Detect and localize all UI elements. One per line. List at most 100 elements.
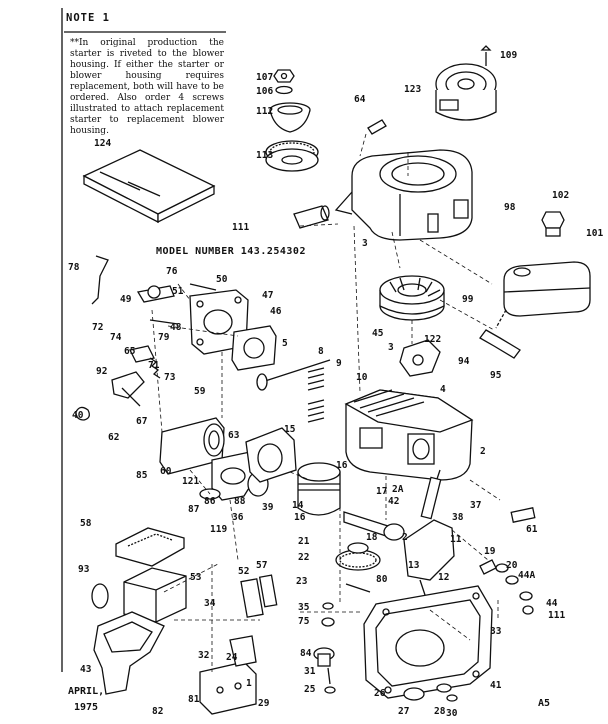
part-label-75: 44 — [546, 598, 558, 609]
part-label-20: 48 — [170, 322, 182, 333]
starter-cup-112 — [269, 102, 311, 133]
part-label-56: 2A — [392, 484, 404, 495]
nut-107 — [273, 69, 295, 83]
part-label-49: 121 — [182, 476, 199, 487]
part-label-73: 20 — [506, 560, 518, 571]
valve-5 — [261, 359, 331, 383]
part-label-66: 18 — [366, 532, 378, 543]
spring-73 — [149, 357, 161, 379]
part-label-95: 41 — [490, 680, 502, 691]
note-body: **In original production the starter is … — [70, 38, 224, 136]
part-label-62: 119 — [210, 524, 227, 535]
link-78 — [91, 255, 109, 305]
part-label-24: 65 — [124, 346, 136, 357]
owners-manual-book — [82, 149, 216, 224]
part-label-6: 64 — [354, 94, 366, 105]
carburetor-60 — [159, 417, 225, 475]
gasket-46 — [231, 325, 277, 371]
part-label-97: 82 — [152, 706, 163, 717]
part-label-64: 39 — [262, 502, 274, 513]
muffler-cap-102 — [541, 211, 565, 237]
key-17 — [479, 559, 497, 575]
part-label-9: 102 — [552, 190, 569, 201]
part-label-79: 52 — [238, 566, 249, 577]
exhaust-pipe-95 — [479, 329, 521, 359]
part-label-71: 12 — [438, 572, 449, 583]
part-label-96: 43 — [80, 664, 92, 675]
valve-spring-lower — [307, 399, 325, 423]
flywheel-122 — [379, 275, 445, 321]
part-label-77: 93 — [78, 564, 90, 575]
part-label-32: 8 — [318, 346, 324, 357]
part-label-94: 30 — [446, 708, 458, 719]
part-label-91: 26 — [374, 688, 386, 699]
part-label-47: 85 — [136, 470, 148, 481]
note-title: NOTE 1 — [66, 12, 110, 24]
washer-34 — [322, 602, 334, 610]
part-label-92: 27 — [398, 706, 409, 717]
rotating-screen-113 — [265, 140, 319, 172]
part-label-55: 17 — [376, 486, 387, 497]
foam-filter-93 — [123, 567, 187, 623]
part-label-78: 53 — [190, 572, 202, 583]
part-label-93: 28 — [434, 706, 446, 717]
part-label-26: 73 — [164, 372, 176, 383]
part-label-72: 19 — [484, 546, 496, 557]
part-label-99: 29 — [258, 698, 270, 709]
pin-32 — [327, 667, 331, 685]
part-label-98: 81 — [188, 694, 200, 705]
part-label-1: 107 — [256, 72, 273, 83]
part-label-61: 58 — [80, 518, 92, 529]
model-number: MODEL NUMBER 143.254302 — [156, 246, 306, 257]
armature-4 — [399, 339, 441, 377]
part-label-81: 34 — [204, 598, 216, 609]
part-label-15: 50 — [216, 274, 228, 285]
part-label-68: 11 — [450, 534, 462, 545]
part-label-39: 99 — [462, 294, 474, 305]
part-label-7: 123 — [404, 84, 421, 95]
part-label-10: 101 — [586, 228, 603, 239]
part-label-35: 45 — [372, 328, 384, 339]
part-label-42: 62 — [108, 432, 119, 443]
lever-65 — [129, 345, 155, 363]
part-label-11: 111 — [232, 222, 249, 233]
part-label-25: 71 — [148, 360, 160, 371]
part-label-53: 14 — [292, 500, 304, 511]
part-label-36: 122 — [424, 334, 441, 345]
part-label-21: 79 — [158, 332, 170, 343]
part-label-18: 49 — [120, 294, 132, 305]
part-label-5: 124 — [94, 138, 111, 149]
date-month: APRIL, — [68, 686, 105, 697]
part-label-90: 25 — [304, 684, 316, 695]
part-label-40: 3 — [388, 342, 394, 353]
camshaft-gear-22 — [335, 542, 381, 593]
part-label-12: 3 — [362, 238, 368, 249]
part-label-46: 2 — [480, 446, 486, 457]
part-label-51: 86 — [204, 496, 216, 507]
spring-40 — [75, 406, 90, 421]
part-label-4: 113 — [256, 150, 273, 161]
oil-pump-33 — [313, 647, 335, 667]
page-id: A5 — [538, 698, 551, 709]
blower-housing-98 — [334, 149, 473, 241]
part-label-2: 106 — [256, 86, 273, 97]
grommet-111-lower — [91, 583, 109, 609]
part-label-86: 24 — [226, 652, 238, 663]
plate-61 — [510, 507, 536, 523]
washer-35 — [321, 617, 335, 627]
air-cleaner-cover-58 — [115, 527, 185, 567]
breather-53 — [240, 578, 264, 618]
part-label-85: 84 — [300, 648, 312, 659]
date-year: 1975 — [74, 702, 99, 713]
part-label-30: 59 — [194, 386, 206, 397]
washer-44A — [519, 591, 533, 601]
part-label-84: 33 — [490, 626, 502, 637]
seal-26 — [403, 687, 425, 701]
muffler-101 — [503, 261, 591, 317]
part-label-83: 75 — [298, 616, 310, 627]
part-label-28: 40 — [72, 410, 84, 421]
part-label-13: 78 — [68, 262, 80, 273]
part-label-29: 67 — [136, 416, 147, 427]
seal-44 — [522, 605, 534, 615]
